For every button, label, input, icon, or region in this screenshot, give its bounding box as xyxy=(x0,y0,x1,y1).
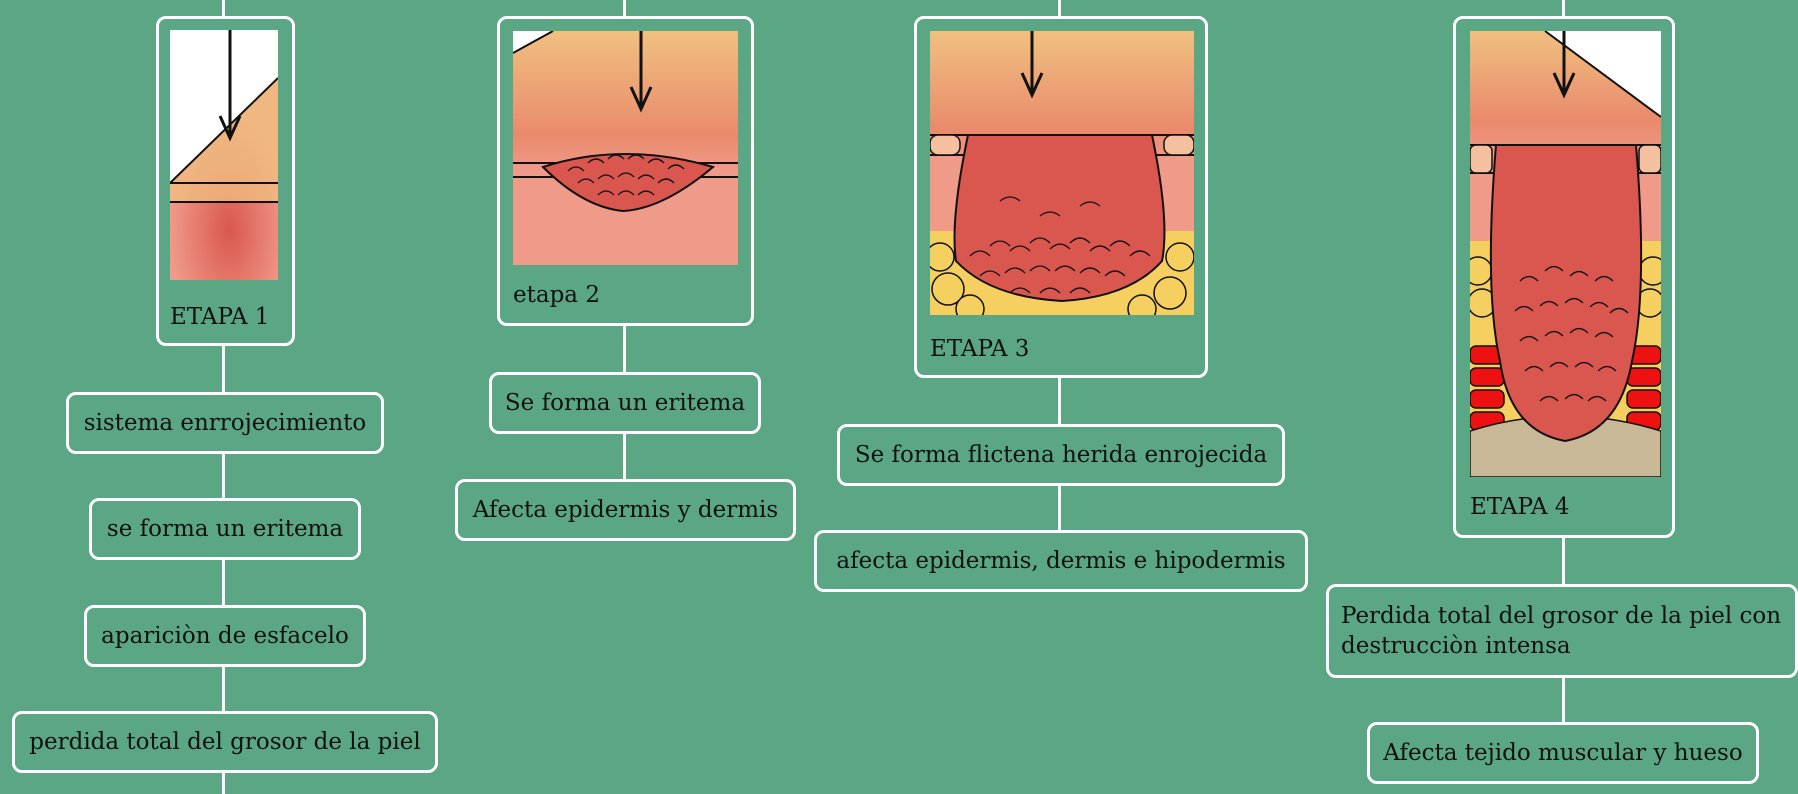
stage-1-item-3: apariciòn de esfacelo xyxy=(84,605,366,667)
stage-3-illustration xyxy=(930,31,1194,315)
stage-4-illustration xyxy=(1470,31,1661,477)
stage-3-item-1: Se forma flictena herida enrojecida xyxy=(837,424,1285,486)
stage-1-card: ETAPA 1 xyxy=(156,16,295,346)
stage-4-item-2: Afecta tejido muscular y hueso xyxy=(1367,722,1759,784)
stage-1-item-4: perdida total del grosor de la piel xyxy=(12,711,438,773)
stage-4-caption: ETAPA 4 xyxy=(1470,493,1569,521)
stage-2-card: etapa 2 xyxy=(497,16,754,326)
stage-2-caption: etapa 2 xyxy=(513,281,600,309)
stage-4-card: ETAPA 4 xyxy=(1453,16,1675,538)
stage-1-item-1: sistema enrrojecimiento xyxy=(66,392,384,454)
stage-3-caption: ETAPA 3 xyxy=(930,335,1029,363)
stage-4-item-1: Perdida total del grosor de la piel con … xyxy=(1326,584,1798,678)
stage-1-illustration xyxy=(170,30,278,280)
stage-2-item-1: Se forma un eritema xyxy=(489,372,761,434)
stage-2-item-2: Afecta epidermis y dermis xyxy=(455,479,796,541)
stage-3-item-2: afecta epidermis, dermis e hipodermis xyxy=(814,530,1308,592)
stage-1-caption: ETAPA 1 xyxy=(170,303,269,331)
stage-3-card: ETAPA 3 xyxy=(914,16,1208,378)
stage-1-item-2: se forma un eritema xyxy=(89,498,361,560)
stage-2-illustration xyxy=(513,31,738,265)
